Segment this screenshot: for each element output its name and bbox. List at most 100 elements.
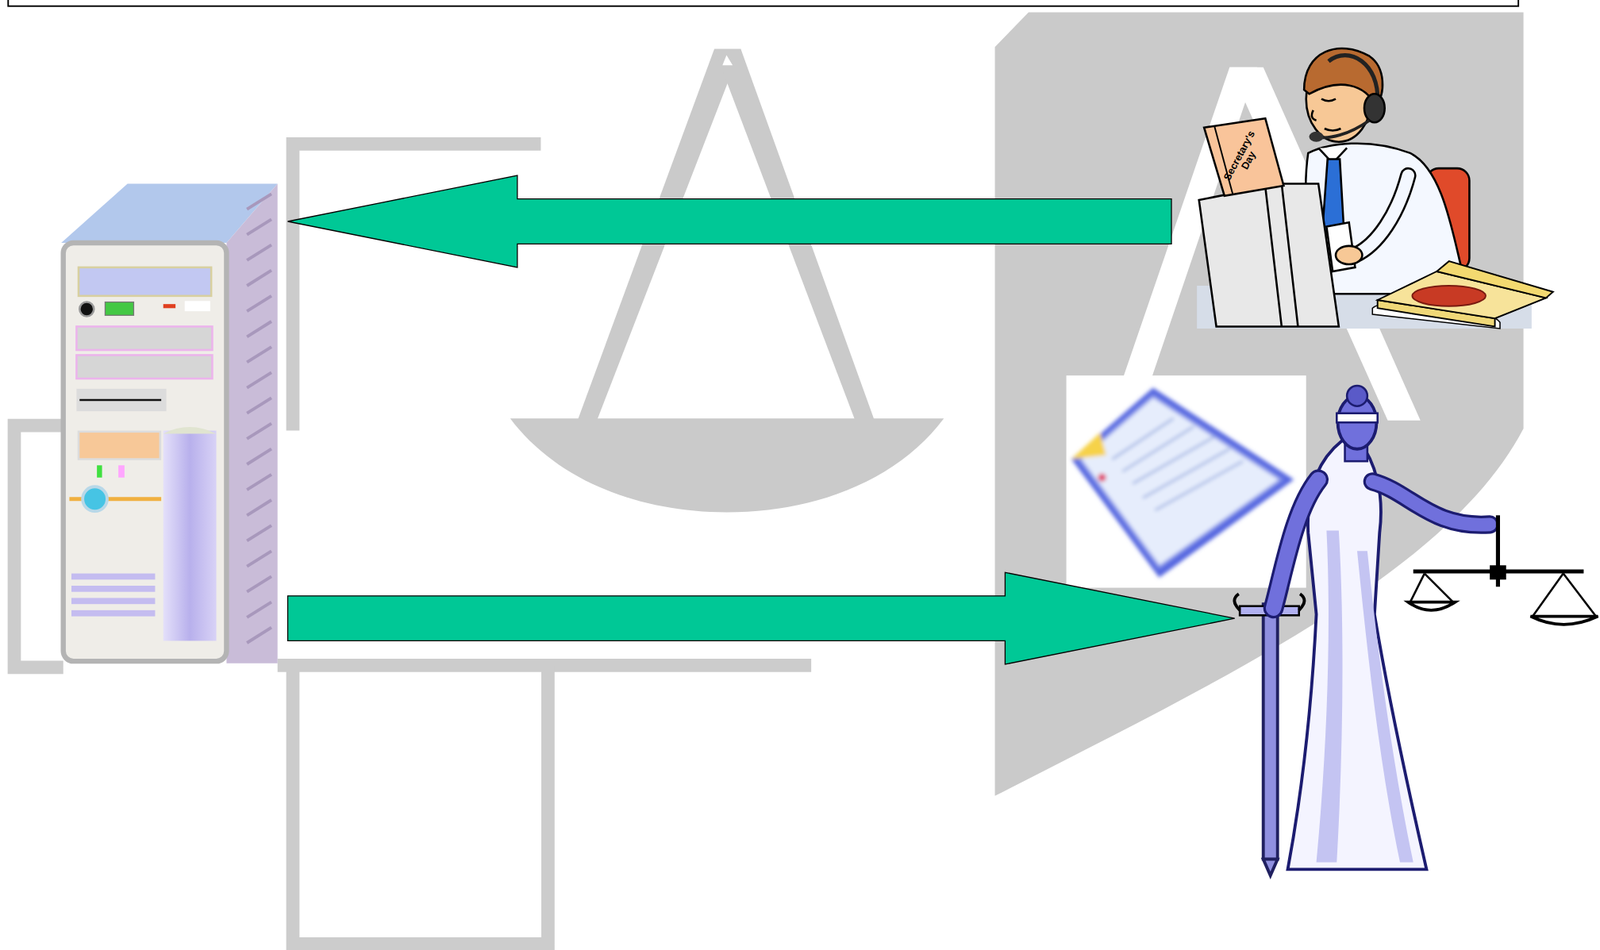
- server-front: [63, 242, 227, 662]
- vent: [246, 397, 272, 413]
- server-stripe: [71, 585, 155, 593]
- scale-pan: [1530, 616, 1599, 625]
- monitor: [1199, 183, 1339, 327]
- headset: [1364, 93, 1385, 123]
- document-lines: [1111, 418, 1243, 511]
- document-image: [1071, 388, 1294, 578]
- document-line: [1154, 461, 1243, 511]
- server-tower: [61, 183, 278, 663]
- document-page: [1079, 396, 1282, 568]
- flow-arrow: [288, 572, 1235, 665]
- microphone: [1309, 131, 1324, 143]
- sword-tip: [1263, 859, 1278, 877]
- eye: [1321, 99, 1336, 102]
- vent: [246, 550, 272, 566]
- arm: [1273, 479, 1320, 608]
- arm: [1273, 479, 1320, 608]
- monitor: [1265, 183, 1298, 327]
- status-light: [118, 465, 125, 477]
- flow-arrow: [288, 175, 1172, 268]
- scale-pivot: [1489, 565, 1507, 580]
- card-text: Secretary's Day: [1195, 109, 1293, 207]
- operator-node: Secretary's Day: [1171, 40, 1558, 331]
- hand: [1335, 246, 1362, 265]
- server-panel: [78, 431, 161, 460]
- scale-string: [1410, 573, 1454, 603]
- status-light: [96, 465, 102, 477]
- document-mark: [1097, 473, 1106, 482]
- server-panel: [163, 430, 217, 642]
- vent: [246, 270, 272, 286]
- watermark-scale: [577, 49, 742, 421]
- scale-string: [1532, 573, 1597, 617]
- server-side: [226, 183, 277, 663]
- watermark-scale: [722, 54, 733, 66]
- dress-fold: [1316, 530, 1343, 863]
- blindfold: [1336, 413, 1377, 424]
- document-line: [1122, 426, 1194, 472]
- scale-pan: [1407, 602, 1455, 611]
- mouth: [1324, 128, 1342, 131]
- pizza-box-lid: [1436, 261, 1554, 298]
- server-stripe: [71, 573, 155, 581]
- arm: [1372, 481, 1490, 525]
- vent: [246, 423, 272, 439]
- vent: [246, 219, 272, 235]
- sleeve: [1354, 175, 1408, 255]
- server-panel: [78, 267, 212, 297]
- server-node: [61, 181, 288, 667]
- sword-blade: [1263, 603, 1278, 859]
- document-line: [1132, 436, 1215, 484]
- document-line: [1142, 449, 1230, 499]
- hair-bun: [1346, 385, 1368, 407]
- status-light: [163, 303, 176, 308]
- vent: [246, 372, 272, 388]
- server-vents: [246, 193, 272, 643]
- watermark-field: [995, 11, 1524, 796]
- status-light: [184, 300, 211, 312]
- document-shadow: [1071, 388, 1294, 578]
- sleeve: [1354, 175, 1408, 255]
- justice-node: [1234, 385, 1600, 871]
- disk-slot: [79, 399, 162, 402]
- microphone: [1316, 120, 1370, 139]
- watermark-bowl: [510, 418, 944, 512]
- vent: [246, 193, 272, 209]
- vent: [246, 627, 272, 643]
- vent: [246, 576, 272, 592]
- pizza-box: [1377, 271, 1547, 319]
- drive-bay: [76, 354, 212, 379]
- operator-figure: [1196, 48, 1554, 329]
- watermark-stroke: [292, 143, 541, 431]
- vent: [246, 500, 272, 516]
- justice-figure: [1234, 385, 1598, 876]
- server-knob: [82, 486, 108, 512]
- vent: [246, 474, 272, 490]
- vent: [246, 346, 272, 362]
- document-backdrop: [1066, 375, 1307, 588]
- disk-slot: [76, 388, 166, 412]
- vent: [246, 245, 272, 261]
- nose: [1311, 110, 1317, 121]
- vent: [246, 602, 272, 618]
- page-frame: [7, 0, 1519, 7]
- server-stripe: [71, 610, 155, 617]
- vent: [246, 321, 272, 337]
- arm: [1372, 481, 1490, 525]
- watermark-stroke: [292, 665, 548, 944]
- dress-fold: [1357, 550, 1414, 862]
- vent: [246, 525, 272, 541]
- status-light: [104, 302, 134, 316]
- document-line: [1111, 418, 1174, 459]
- drive-bay: [76, 326, 212, 350]
- vent: [246, 296, 272, 312]
- watermark-outline: [14, 143, 812, 944]
- pizza: [1411, 285, 1486, 307]
- document-corner: [1071, 432, 1107, 459]
- server-stripe: [71, 597, 155, 604]
- server-panel: [163, 426, 217, 434]
- watermark-stroke: [14, 425, 64, 668]
- watermark-scale: [714, 49, 875, 421]
